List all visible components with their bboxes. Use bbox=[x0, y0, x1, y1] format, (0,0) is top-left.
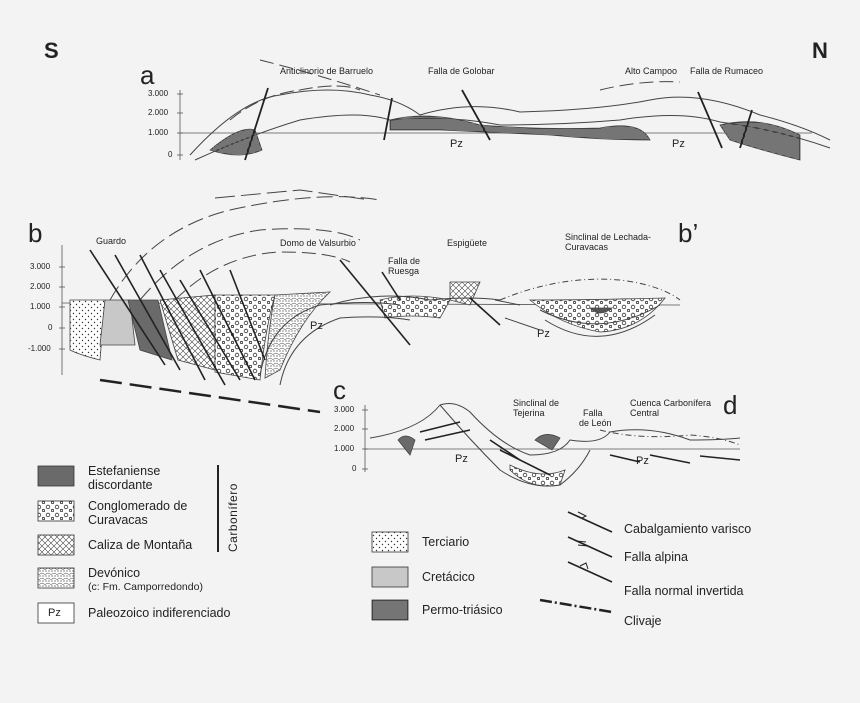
tick-b-minus1000: -1.000 bbox=[28, 344, 51, 353]
tertiary-b bbox=[69, 299, 106, 361]
legend-pz-box-label: Pz bbox=[48, 607, 61, 619]
label-tejerina-2: Tejerina bbox=[513, 408, 545, 418]
symbol-clivaje bbox=[539, 598, 613, 614]
section-b-faults bbox=[89, 249, 501, 386]
legend-curavacas: Conglomerado de Curavacas bbox=[88, 499, 188, 527]
label-alto-campoo: Alto Campoo bbox=[625, 66, 678, 76]
tick-a-3000: 3.000 bbox=[148, 89, 169, 98]
legend-caliza: Caliza de Montaña bbox=[88, 538, 193, 552]
pz-c-2: Pz bbox=[636, 455, 649, 467]
tick-b-0: 0 bbox=[48, 323, 53, 332]
symbol-falla-alpina bbox=[567, 536, 613, 558]
section-b-units bbox=[69, 281, 666, 381]
section-b-lines bbox=[99, 189, 681, 414]
legend-paleozoico: Paleozoico indiferenciado bbox=[88, 606, 231, 620]
section-b-end-letter: b’ bbox=[678, 218, 699, 248]
legend-permotriasico: Permo-triásico bbox=[422, 603, 503, 617]
tick-b-1000: 1.000 bbox=[30, 302, 51, 311]
label-falla-leon-2: de León bbox=[579, 418, 612, 428]
section-c-lines bbox=[369, 403, 741, 487]
label-anticlinorio: Anticlinorio de Barruelo bbox=[280, 66, 374, 76]
legend-left-swatches bbox=[37, 465, 75, 624]
label-lechada-2: Curavacas bbox=[565, 242, 609, 252]
pz-a-1: Pz bbox=[450, 138, 463, 150]
stephanian-b bbox=[127, 299, 173, 361]
tick-c-1000: 1.000 bbox=[334, 444, 355, 453]
label-ruesga: Ruesga bbox=[388, 266, 420, 276]
tick-a-0: 0 bbox=[168, 150, 173, 159]
section-c-units bbox=[397, 434, 566, 487]
legend-devonico: Devónico bbox=[88, 566, 141, 580]
label-rumaceo: Falla de Rumaceo bbox=[690, 66, 764, 76]
pz-a-2: Pz bbox=[672, 138, 685, 150]
label-lechada-1: Sinclinal de Lechada- bbox=[565, 232, 652, 242]
pz-c-1: Pz bbox=[455, 453, 468, 465]
legend-estefaniense: Estefaniense discordante bbox=[88, 464, 161, 492]
tick-b-2000: 2.000 bbox=[30, 282, 51, 291]
section-d-letter: d bbox=[723, 390, 738, 420]
section-b-letter: b bbox=[28, 218, 43, 248]
pz-b-2: Pz bbox=[537, 328, 550, 340]
legend-terciario: Terciario bbox=[422, 535, 470, 549]
north-label: N bbox=[812, 38, 828, 63]
swatch-stephanian bbox=[37, 465, 75, 487]
tick-c-3000: 3.000 bbox=[334, 405, 355, 414]
symbol-falla-normal bbox=[567, 561, 613, 583]
south-label: S bbox=[44, 38, 59, 63]
section-a-axis bbox=[177, 90, 812, 160]
label-falla-leon-1: Falla bbox=[583, 408, 603, 418]
label-guardo: Guardo bbox=[96, 236, 127, 246]
legend-mid-swatches bbox=[371, 531, 409, 621]
legend-falla-normal: Falla normal invertida bbox=[624, 584, 744, 598]
label-golobar: Falla de Golobar bbox=[428, 66, 495, 76]
swatch-curavacas bbox=[37, 500, 75, 522]
legend-carbonifero: Carbonífero bbox=[226, 483, 240, 552]
swatch-cretacico bbox=[371, 566, 409, 588]
label-espiguete: Espigüete bbox=[447, 238, 488, 248]
section-c-letter: c bbox=[333, 375, 346, 405]
swatch-caliza bbox=[37, 534, 75, 556]
label-valsurbio: Domo de Valsurbio bbox=[280, 238, 356, 248]
legend-falla-alpina: Falla alpina bbox=[624, 550, 688, 564]
section-a-lines bbox=[189, 59, 831, 161]
label-falla-de: Falla de bbox=[388, 256, 421, 266]
legend-cretacico: Cretácico bbox=[422, 570, 475, 584]
legend-cabalgamiento: Cabalgamiento varisco bbox=[624, 522, 752, 536]
tick-a-1000: 1.000 bbox=[148, 128, 169, 137]
symbol-cabalgamiento bbox=[567, 511, 613, 533]
swatch-pz bbox=[37, 602, 75, 624]
swatch-terciario bbox=[371, 531, 409, 553]
label-cuenca-2: Central bbox=[630, 408, 660, 418]
label-tejerina-1: Sinclinal de bbox=[513, 398, 560, 408]
pz-b-1: Pz bbox=[310, 320, 323, 332]
legend-clivaje: Clivaje bbox=[624, 614, 662, 628]
legend-right-symbols bbox=[539, 511, 613, 614]
tick-b-3000: 3.000 bbox=[30, 262, 51, 271]
swatch-permotriasico bbox=[371, 599, 409, 621]
swatch-devonico bbox=[37, 567, 75, 589]
section-a-letter: a bbox=[140, 60, 155, 90]
tick-c-0: 0 bbox=[352, 464, 357, 473]
legend-devonico-note: (c: Fm. Camporredondo) bbox=[88, 581, 203, 593]
tick-a-2000: 2.000 bbox=[148, 108, 169, 117]
tick-c-2000: 2.000 bbox=[334, 424, 355, 433]
section-a-faults bbox=[244, 87, 753, 161]
label-cuenca-1: Cuenca Carbonífera bbox=[630, 398, 712, 408]
